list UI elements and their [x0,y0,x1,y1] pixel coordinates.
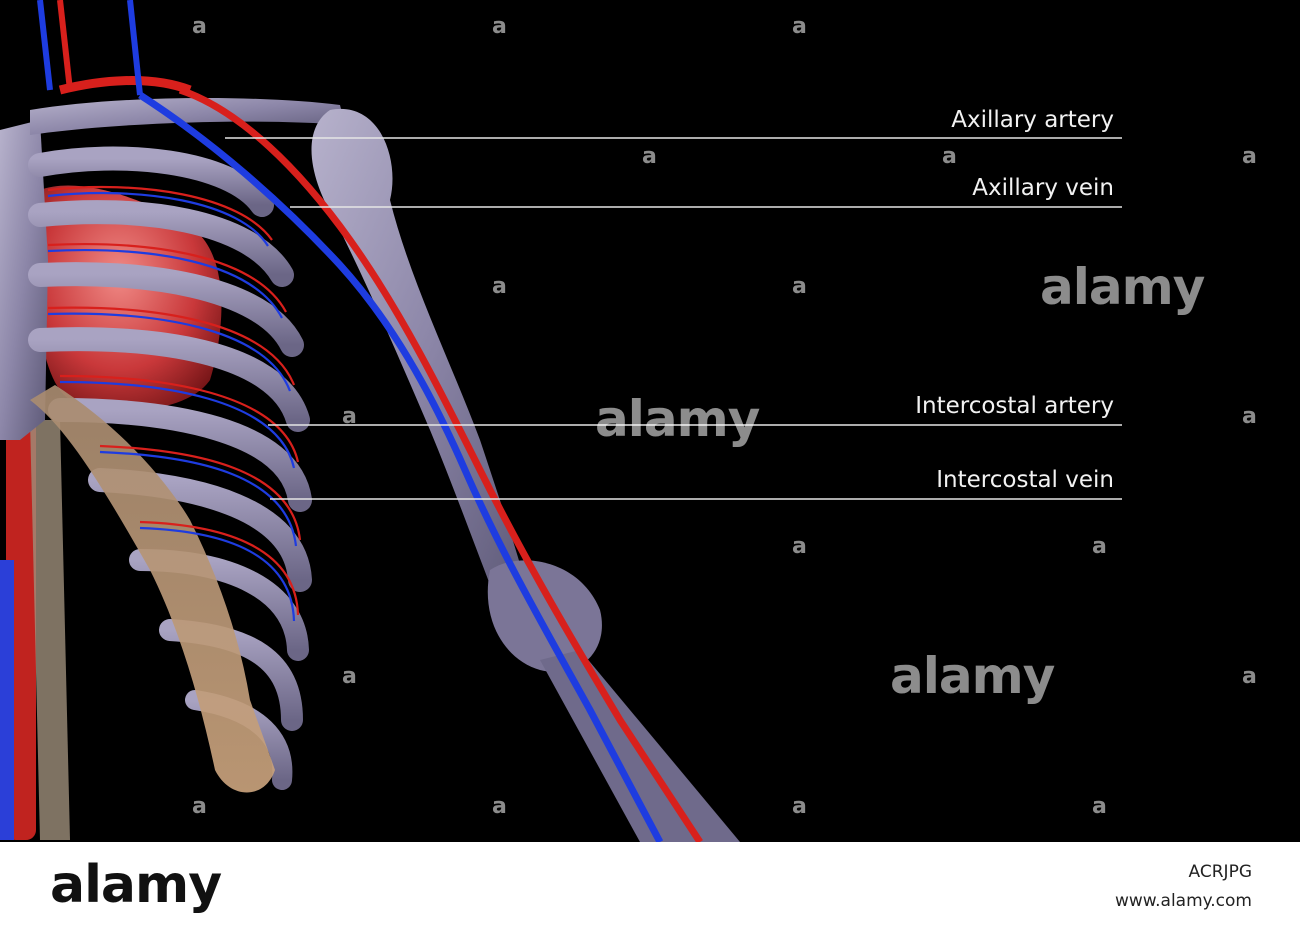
watermark-alamy: alamy [890,647,1055,705]
label-intercostal-artery: Intercostal artery [915,393,1114,419]
watermark-glyph: a [192,794,207,819]
watermark-glyph: a [792,794,807,819]
watermark-alamy: alamy [595,390,760,448]
carotid-vessel [57,0,73,91]
alamy-logo: alamy [50,855,222,915]
subclavian-vessels [58,76,192,95]
watermark-glyph: a [792,14,807,39]
neck-vessels [37,0,143,96]
watermark-glyph: a [1242,404,1257,429]
watermark-glyph: a [792,534,807,559]
footer [0,842,1300,931]
axillary-artery-vessel [178,86,703,842]
watermark-glyph: a [642,144,657,169]
diagram-canvas: Axillary artery Axillary vein Intercosta… [0,0,1300,842]
sternum [0,120,48,440]
watermark-glyph: a [342,404,357,429]
label-axillary-vein: Axillary vein [972,175,1114,201]
label-intercostal-vein: Intercostal vein [936,467,1114,493]
watermark-glyph: a [492,274,507,299]
watermark-alamy: alamy [1040,258,1205,316]
watermark-glyph: a [1242,664,1257,689]
label-axillary-artery: Axillary artery [951,107,1114,133]
image-id: ACRJPG [1188,862,1252,882]
site-url: www.alamy.com [1114,891,1252,911]
anatomy-illustration [0,0,1122,842]
watermark-glyph: a [192,14,207,39]
watermark-glyph: a [1092,534,1107,559]
watermark-glyph: a [492,14,507,39]
watermark-glyph: a [492,794,507,819]
axillary-vein-vessel [138,92,664,842]
intercostal-vessels [47,185,302,622]
watermark-glyph: a [942,144,957,169]
watermark-glyph: a [342,664,357,689]
vena-cava [0,560,14,840]
watermark-glyph: a [1092,794,1107,819]
watermark-glyph: a [792,274,807,299]
leader-lines [225,137,1122,500]
costal-cartilage [30,385,275,793]
clavicle [30,98,345,135]
spine [30,420,70,840]
watermark-glyph: a [1242,144,1257,169]
